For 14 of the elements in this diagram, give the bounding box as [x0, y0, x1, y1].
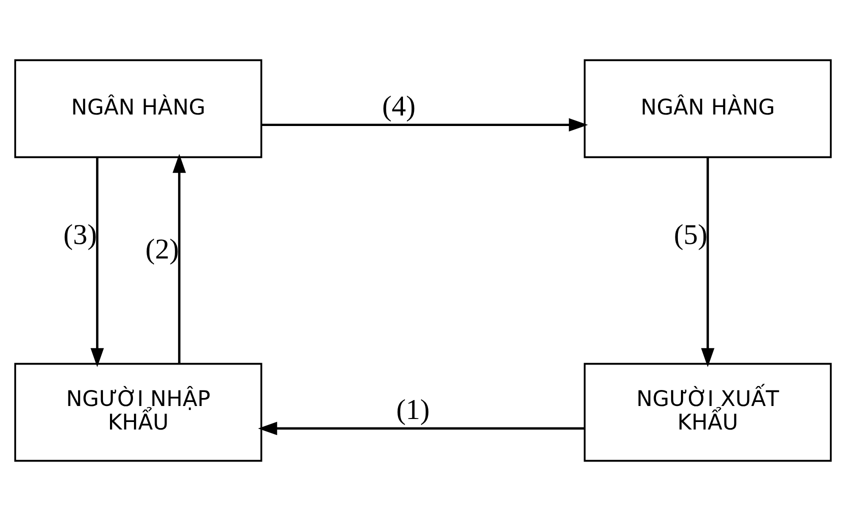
node-box: NGƯỜI NHẬP KHẨU	[14, 362, 262, 462]
edge-label: (2)	[145, 233, 179, 266]
arrow	[701, 157, 714, 368]
edge-label: (3)	[63, 219, 97, 252]
edge-label: (5)	[674, 219, 708, 252]
node-box: NGƯỜI XUẤT KHẨU	[584, 362, 832, 462]
arrow	[258, 422, 584, 436]
edge-label: (4)	[382, 90, 416, 123]
node-box: NGÂN HÀNG	[14, 59, 262, 158]
arrow	[172, 154, 186, 364]
arrow	[90, 157, 104, 368]
node-box: NGÂN HÀNG	[584, 59, 832, 158]
edge-label: (1)	[396, 394, 430, 426]
arrow	[262, 118, 588, 132]
